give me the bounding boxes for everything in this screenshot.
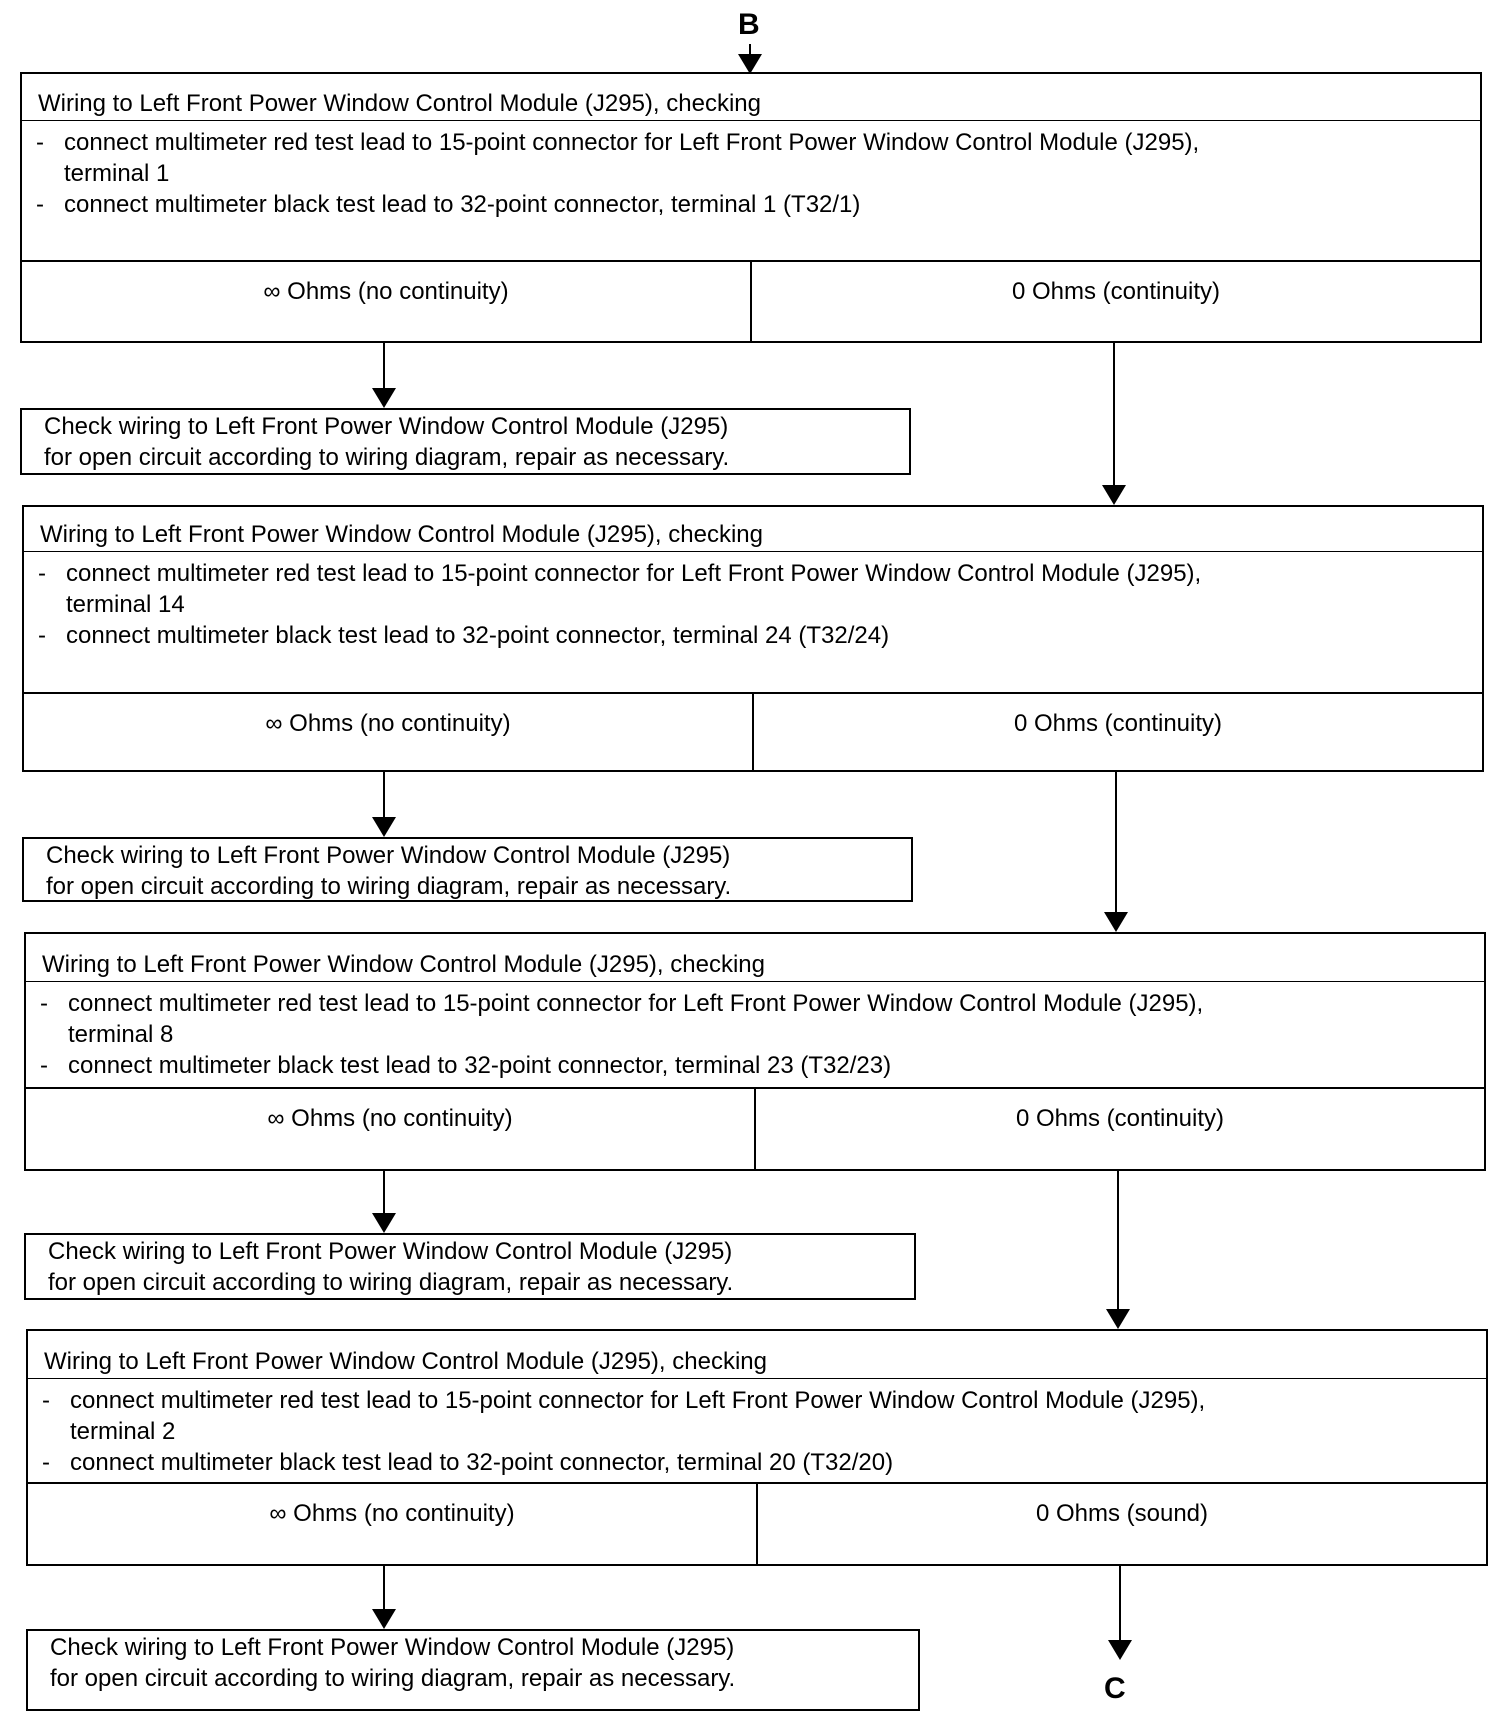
repair-action-line: for open circuit according to wiring dia…: [48, 1269, 734, 1296]
instruction-text: connect multimeter red test lead to 15-p…: [68, 988, 1203, 1050]
result-options: ∞ Ohms (no continuity) 0 Ohms (continuity…: [26, 1087, 1484, 1169]
arrow-line-pass: [1119, 1566, 1121, 1642]
repair-action-line: Check wiring to Left Front Power Window …: [50, 1634, 735, 1661]
arrow-down-icon: [372, 388, 396, 408]
result-continuity: 0 Ohms (continuity): [1011, 278, 1221, 305]
instruction-item: -connect multimeter red test lead to 15-…: [42, 1385, 1486, 1447]
step-title: Wiring to Left Front Power Window Contro…: [24, 507, 1482, 552]
arrow-down-icon: [372, 1609, 396, 1629]
bullet-dash: -: [42, 1449, 50, 1476]
arrow-line-fail: [383, 1566, 385, 1611]
instruction-item: -connect multimeter red test lead to 15-…: [36, 127, 1480, 189]
repair-action-line: for open circuit according to wiring dia…: [50, 1665, 736, 1692]
connector-b-label: B: [738, 8, 760, 41]
instruction-line: connect multimeter black test lead to 32…: [64, 191, 861, 218]
instruction-text: connect multimeter black test lead to 32…: [68, 1050, 891, 1081]
repair-action-line: for open circuit according to wiring dia…: [44, 444, 730, 471]
instruction-line: connect multimeter red test lead to 15-p…: [68, 990, 1204, 1017]
bullet-dash: -: [38, 622, 46, 649]
arrow-line-fail: [383, 343, 385, 390]
instruction-text: connect multimeter red test lead to 15-p…: [70, 1385, 1205, 1447]
arrow-line-pass: [1115, 772, 1117, 914]
instruction-line: connect multimeter red test lead to 15-p…: [66, 560, 1202, 587]
arrow-line-pass: [1117, 1171, 1119, 1311]
bullet-dash: -: [38, 560, 46, 587]
instruction-text: connect multimeter black test lead to 32…: [66, 620, 889, 651]
step-instructions: -connect multimeter red test lead to 15-…: [26, 982, 1484, 1081]
check-step-box: Wiring to Left Front Power Window Contro…: [24, 932, 1486, 1171]
arrow-down-icon: [1108, 1640, 1132, 1660]
step-title: Wiring to Left Front Power Window Contro…: [26, 934, 1484, 982]
instruction-text: connect multimeter red test lead to 15-p…: [66, 558, 1201, 620]
result-no-continuity: ∞ Ohms (no continuity): [28, 1484, 758, 1564]
arrow-down-icon: [372, 817, 396, 837]
check-step-box: Wiring to Left Front Power Window Contro…: [22, 505, 1484, 772]
repair-action-box: Check wiring to Left Front Power Window …: [26, 1629, 920, 1711]
result-options: ∞ Ohms (no continuity) 0 Ohms (sound): [28, 1482, 1486, 1564]
instruction-item: -connect multimeter red test lead to 15-…: [40, 988, 1484, 1050]
instruction-item: -connect multimeter black test lead to 3…: [40, 1050, 1484, 1081]
instruction-item: -connect multimeter black test lead to 3…: [38, 620, 1482, 651]
arrow-down-icon: [1104, 912, 1128, 932]
instruction-line: connect multimeter red test lead to 15-p…: [64, 129, 1200, 156]
step-instructions: -connect multimeter red test lead to 15-…: [24, 552, 1482, 651]
bullet-dash: -: [36, 191, 44, 218]
step-instructions: -connect multimeter red test lead to 15-…: [22, 121, 1480, 220]
result-options: ∞ Ohms (no continuity) 0 Ohms (continuity…: [24, 692, 1482, 770]
arrow-line: [749, 44, 751, 56]
check-step-box: Wiring to Left Front Power Window Contro…: [26, 1329, 1488, 1566]
instruction-continuation: terminal 14: [66, 591, 185, 618]
repair-action-line: Check wiring to Left Front Power Window …: [46, 842, 731, 869]
instruction-line: connect multimeter black test lead to 32…: [68, 1052, 892, 1079]
result-no-continuity: ∞ Ohms (no continuity): [24, 694, 754, 770]
instruction-text: connect multimeter black test lead to 32…: [70, 1447, 893, 1478]
result-no-continuity: ∞ Ohms (no continuity): [26, 1089, 756, 1169]
repair-action-line: for open circuit according to wiring dia…: [46, 873, 732, 900]
arrow-down-icon: [738, 54, 762, 74]
arrow-line-fail: [383, 1171, 385, 1215]
instruction-text: connect multimeter red test lead to 15-p…: [64, 127, 1199, 189]
repair-action-box: Check wiring to Left Front Power Window …: [20, 408, 911, 475]
instruction-line: connect multimeter black test lead to 32…: [70, 1449, 894, 1476]
instruction-item: -connect multimeter black test lead to 3…: [42, 1447, 1486, 1478]
repair-action-box: Check wiring to Left Front Power Window …: [24, 1233, 916, 1300]
instruction-line: connect multimeter red test lead to 15-p…: [70, 1387, 1206, 1414]
check-step-box: Wiring to Left Front Power Window Contro…: [20, 72, 1482, 343]
repair-action-line: Check wiring to Left Front Power Window …: [48, 1238, 733, 1265]
connector-c-label: C: [1104, 1672, 1126, 1705]
result-continuity: 0 Ohms (sound): [1035, 1500, 1209, 1527]
bullet-dash: -: [42, 1387, 50, 1414]
instruction-continuation: terminal 8: [68, 1021, 174, 1048]
bullet-dash: -: [36, 129, 44, 156]
result-options: ∞ Ohms (no continuity) 0 Ohms (continuity…: [22, 260, 1480, 341]
arrow-down-icon: [1106, 1309, 1130, 1329]
bullet-dash: -: [40, 1052, 48, 1079]
bullet-dash: -: [40, 990, 48, 1017]
instruction-item: -connect multimeter red test lead to 15-…: [38, 558, 1482, 620]
instruction-continuation: terminal 1: [64, 160, 170, 187]
result-continuity: 0 Ohms (continuity): [1013, 710, 1223, 737]
step-instructions: -connect multimeter red test lead to 15-…: [28, 1379, 1486, 1478]
arrow-down-icon: [372, 1213, 396, 1233]
arrow-down-icon: [1102, 485, 1126, 505]
instruction-line: connect multimeter black test lead to 32…: [66, 622, 890, 649]
arrow-line-pass: [1113, 343, 1115, 487]
step-title: Wiring to Left Front Power Window Contro…: [22, 74, 1480, 121]
arrow-line-fail: [383, 772, 385, 819]
result-no-continuity: ∞ Ohms (no continuity): [22, 262, 752, 341]
instruction-item: -connect multimeter black test lead to 3…: [36, 189, 1480, 220]
repair-action-box: Check wiring to Left Front Power Window …: [22, 837, 913, 902]
repair-action-line: Check wiring to Left Front Power Window …: [44, 413, 729, 440]
instruction-text: connect multimeter black test lead to 32…: [64, 189, 860, 220]
step-title: Wiring to Left Front Power Window Contro…: [28, 1331, 1486, 1379]
instruction-continuation: terminal 2: [70, 1418, 176, 1445]
result-continuity: 0 Ohms (continuity): [1015, 1105, 1225, 1132]
